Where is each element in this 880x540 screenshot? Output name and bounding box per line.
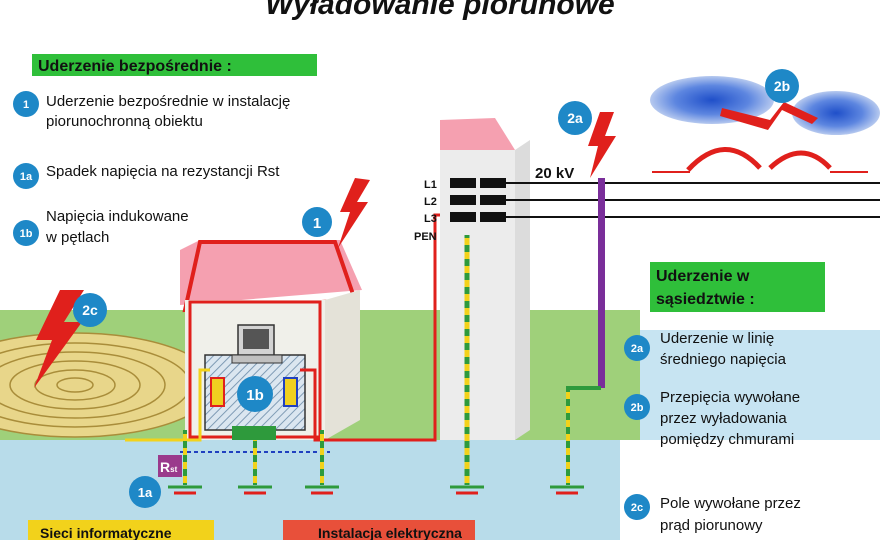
transformer-coils bbox=[450, 178, 506, 222]
svg-text:1: 1 bbox=[313, 215, 321, 232]
cloud-lightning bbox=[720, 102, 818, 130]
diagram-badges: 1 1a 1b 2a 2b 2c bbox=[73, 69, 799, 508]
computer-screen bbox=[243, 329, 269, 349]
resistor-rst bbox=[158, 455, 182, 477]
badge-1b-diagram bbox=[237, 376, 273, 412]
svg-text:L2: L2 bbox=[424, 196, 437, 208]
resistor-label: Rst bbox=[160, 459, 178, 475]
footer-left-bg bbox=[28, 520, 214, 540]
svg-text:Napięcia indukowane: Napięcia indukowane bbox=[46, 208, 189, 225]
surge-protector-right bbox=[283, 377, 298, 407]
induction-arc-left bbox=[686, 147, 762, 172]
cloud-left bbox=[650, 76, 774, 124]
svg-text:2a: 2a bbox=[567, 110, 583, 126]
svg-text:Spadek napięcia na rezystancji: Spadek napięcia na rezystancji Rst bbox=[46, 163, 280, 180]
lightning-bolt-1 bbox=[338, 178, 370, 248]
svg-text:2b: 2b bbox=[631, 402, 644, 414]
svg-text:w pętlach: w pętlach bbox=[45, 229, 109, 246]
svg-text:L3: L3 bbox=[424, 213, 437, 225]
direct-legend-item-1: 1 Uderzenie bezpośrednie w instalację pi… bbox=[13, 91, 290, 130]
footer-right-label: Instalacja elektryczna bbox=[318, 525, 462, 540]
svg-text:Uderzenie bezpośrednie w insta: Uderzenie bezpośrednie w instalację bbox=[46, 93, 290, 110]
computer-base bbox=[231, 354, 283, 364]
page-title: Wyładowanie piorunowe bbox=[265, 0, 614, 21]
direct-strike-header: Uderzenie bezpośrednie : bbox=[38, 58, 232, 75]
surge-protector-left bbox=[210, 377, 225, 407]
svg-text:Przepięcia wywołane: Przepięcia wywołane bbox=[660, 389, 800, 406]
svg-text:L1: L1 bbox=[424, 179, 437, 191]
svg-text:Pole wywołane przez: Pole wywołane przez bbox=[660, 495, 801, 512]
svg-text:1: 1 bbox=[23, 99, 29, 111]
badge-1-diagram bbox=[302, 207, 332, 237]
direct-strike-header-bg bbox=[32, 54, 317, 76]
pole-ground-line bbox=[566, 386, 601, 485]
neighbor-strike-header-bg bbox=[650, 262, 825, 312]
svg-text:średniego napięcia: średniego napięcia bbox=[660, 351, 787, 368]
phase-labels: L1 L2 L3 PEN bbox=[414, 179, 437, 243]
svg-text:PEN: PEN bbox=[414, 231, 437, 243]
medium-voltage-lines bbox=[506, 182, 880, 218]
neighbor-legend-item-2b: 2b Przepięcia wywołane przez wyładowania… bbox=[624, 389, 800, 448]
svg-text:piorunochronną obiektu: piorunochronną obiektu bbox=[46, 113, 203, 130]
svg-text:2c: 2c bbox=[631, 502, 643, 514]
badge-2a-diagram bbox=[558, 101, 592, 135]
substation-roof bbox=[440, 118, 515, 150]
footer-left-label: Sieci informatyczne bbox=[40, 525, 172, 540]
svg-text:1a: 1a bbox=[20, 171, 33, 183]
data-line bbox=[125, 368, 210, 442]
svg-text:prąd piorunowy: prąd piorunowy bbox=[660, 517, 763, 534]
direct-legend-item-1a: 1a Spadek napięcia na rezystancji Rst bbox=[13, 163, 280, 189]
pole bbox=[598, 178, 605, 388]
neighbor-legend-item-2a: 2a Uderzenie w linię średniego napięcia bbox=[624, 330, 787, 368]
substation-side bbox=[515, 140, 530, 440]
voltage-label: 20 kV bbox=[535, 165, 574, 182]
lightning-bolt-2c bbox=[34, 290, 84, 388]
svg-text:pomiędzy chmurami: pomiędzy chmurami bbox=[660, 431, 794, 448]
svg-text:1b: 1b bbox=[20, 228, 33, 240]
badge-1a-diagram bbox=[129, 476, 161, 508]
substation-building bbox=[440, 150, 515, 440]
neighbor-strike-header-line1: Uderzenie w bbox=[656, 268, 750, 285]
svg-text:Uderzenie w linię: Uderzenie w linię bbox=[660, 330, 774, 347]
power-line-house bbox=[300, 213, 450, 442]
svg-text:2a: 2a bbox=[631, 343, 644, 355]
neighbor-strike-header-line2: sąsiedztwie : bbox=[656, 291, 755, 308]
cloud-right bbox=[792, 91, 880, 135]
svg-text:1a: 1a bbox=[138, 485, 153, 500]
neighbor-legend-item-2c: 2c Pole wywołane przez prąd piorunowy bbox=[624, 494, 801, 534]
lightning-bolt-2a bbox=[588, 112, 616, 178]
svg-text:2b: 2b bbox=[774, 78, 790, 94]
equipotential-bar bbox=[232, 426, 276, 440]
svg-text:1b: 1b bbox=[246, 387, 264, 404]
badge-2c-diagram bbox=[73, 293, 107, 327]
badge-2b-diagram bbox=[765, 69, 799, 103]
house-side-wall bbox=[325, 290, 360, 440]
induction-arc-right bbox=[768, 150, 832, 170]
house-roof bbox=[180, 240, 362, 305]
direct-legend-item-1b: 1b Napięcia indukowane w pętlach bbox=[13, 208, 189, 246]
ground-symbols bbox=[168, 485, 584, 495]
svg-text:przez wyładowania: przez wyładowania bbox=[660, 410, 787, 427]
svg-text:2c: 2c bbox=[82, 302, 98, 318]
footer-right-bg bbox=[283, 520, 475, 540]
